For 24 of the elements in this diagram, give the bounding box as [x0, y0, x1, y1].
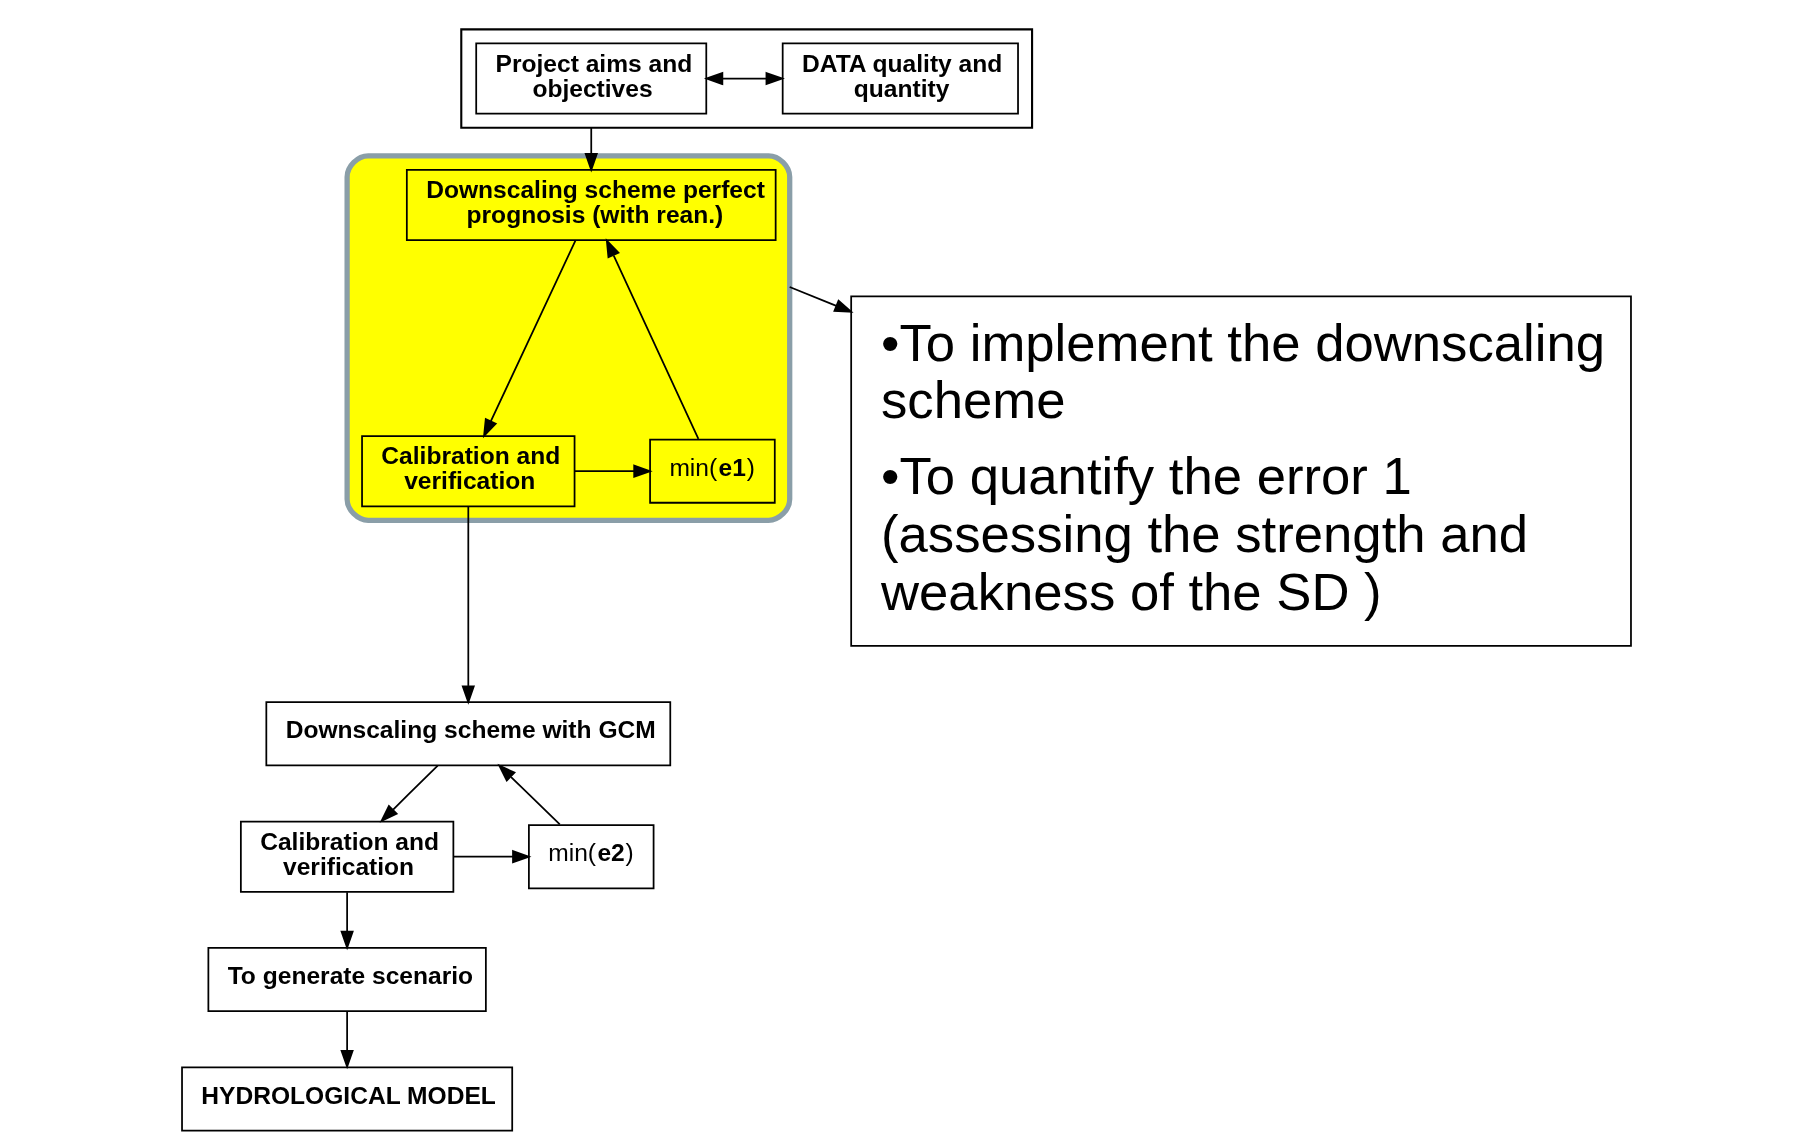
- arrow: [461, 505, 476, 705]
- arrow: [788, 286, 854, 313]
- node-box: •To implement the downscaling scheme •To quantify the error 1 (assessing the strength and weakness of the SD ): [850, 295, 1632, 647]
- arrow: [573, 464, 653, 478]
- arrow: [497, 763, 561, 826]
- arrow: [605, 238, 700, 440]
- node-box: Downscaling scheme perfect prognosis (with rean.): [405, 169, 777, 242]
- arrow: [452, 849, 532, 864]
- arrow: [340, 1010, 354, 1070]
- node-box: DATA quality and quantity: [781, 42, 1019, 115]
- node-box: Calibration and verification: [240, 820, 455, 893]
- node-box: Calibration and verification: [361, 435, 576, 508]
- arrow: [482, 239, 577, 439]
- node-box: Project aims and objectives: [475, 42, 708, 115]
- node-box: Downscaling scheme with GCM: [265, 701, 672, 767]
- cluster: [460, 28, 1034, 129]
- arrow: [379, 764, 439, 823]
- node-box: HYDROLOGICAL MODEL: [181, 1066, 514, 1132]
- arrow: [703, 71, 785, 86]
- node-box: To generate scenario: [207, 947, 487, 1013]
- arrow: [584, 126, 599, 173]
- arrow: [340, 891, 354, 951]
- node-box: min(e1): [649, 438, 776, 504]
- node-box: min(e2): [528, 824, 655, 890]
